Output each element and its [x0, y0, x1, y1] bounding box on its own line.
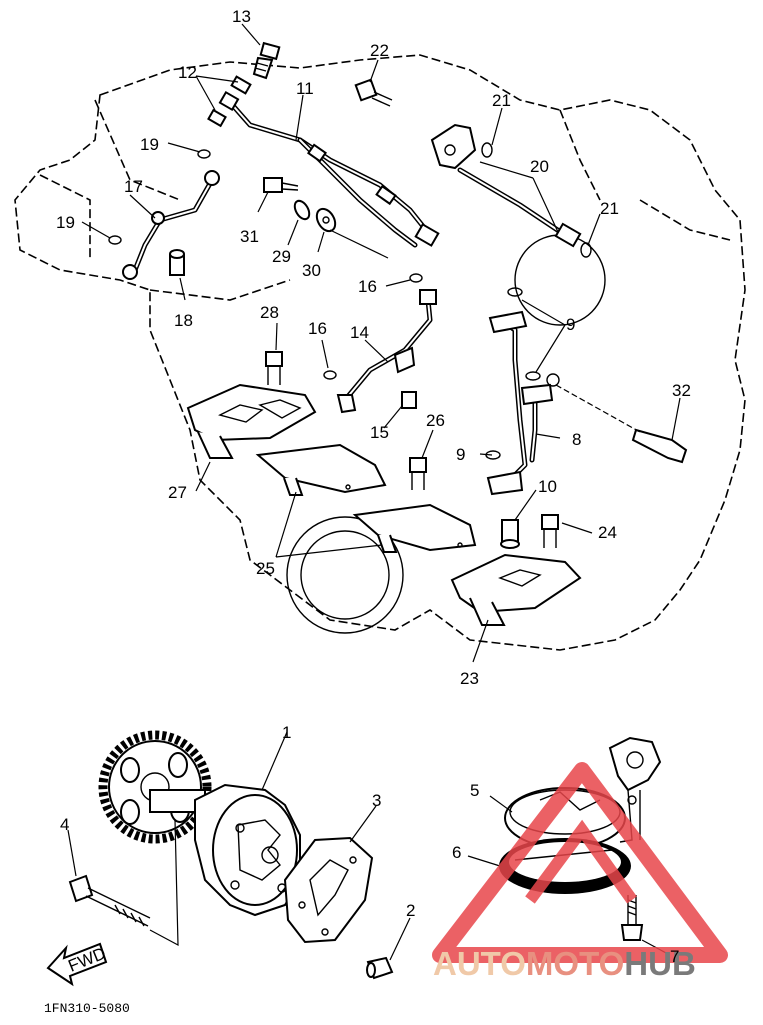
callout-27: 27: [168, 483, 187, 502]
callout-16a: 16: [358, 277, 377, 296]
oil-pump-cover-3: [283, 836, 374, 944]
callout-9a: 9: [566, 315, 575, 334]
callout-11: 11: [296, 79, 314, 98]
relief-valve-32: [546, 373, 688, 464]
callout-26: 26: [426, 411, 445, 430]
baffle-plate-23: [450, 553, 582, 626]
washer-29: [293, 199, 311, 221]
bolt-26: [409, 457, 427, 490]
fitting-15: [401, 391, 417, 409]
oil-pipe-8: [486, 310, 554, 496]
fwd-label: FWD: [66, 944, 109, 976]
callout-16b: 16: [308, 319, 327, 338]
callout-25: 25: [256, 559, 275, 578]
bolt-4: [68, 874, 151, 927]
baffle-plate-25a: [255, 443, 387, 496]
callout-19b: 19: [56, 213, 75, 232]
callout-18: 18: [174, 311, 193, 330]
callout-3: 3: [372, 791, 381, 810]
washer-30: [315, 207, 337, 233]
bolt-24: [541, 514, 559, 548]
callout-22: 22: [370, 41, 389, 60]
callout-19a: 19: [140, 135, 159, 154]
watermark-logo: [432, 762, 728, 963]
oil-pump-assembly: [149, 783, 301, 917]
watermark-text: AUTOMOTOHUB: [433, 945, 696, 982]
callout-30: 30: [302, 261, 321, 280]
oil-pipe-14: [336, 289, 437, 414]
leader-lines-upper: [81, 23, 681, 663]
callout-4: 4: [60, 815, 69, 834]
watermark-hub: HUB: [624, 945, 696, 982]
callout-21b: 21: [600, 199, 619, 218]
oil-pipe-11: [225, 97, 440, 248]
leader-lines-lower: [67, 731, 411, 961]
bolt-31: [263, 177, 299, 193]
oil-pump-gear: [98, 730, 212, 844]
callout-31: 31: [240, 227, 259, 246]
callout-7: 7: [670, 947, 679, 966]
watermark-auto: AUTO: [433, 945, 526, 982]
bolt-28: [265, 351, 283, 385]
callout-29: 29: [272, 247, 291, 266]
callout-13: 13: [232, 7, 251, 26]
callout-14: 14: [350, 323, 369, 342]
o-rings-21: [481, 142, 592, 258]
callout-numbers: 13 22 12 11 21 19 20 17 21 19 31 29 30 1…: [56, 7, 691, 966]
o-rings-19: [108, 149, 211, 245]
fitting-18: [169, 249, 185, 276]
callout-12: 12: [178, 63, 197, 82]
diagram-code: 1FN310-5080: [44, 1001, 130, 1016]
oil-pipe-17: [122, 170, 220, 280]
flywheel-outline: [286, 234, 606, 634]
baffle-plate-25b: [352, 503, 477, 553]
baffle-plate-27: [186, 383, 317, 459]
bolt-13: [252, 41, 281, 80]
callout-17: 17: [124, 177, 143, 196]
callout-8: 8: [572, 430, 581, 449]
callout-24: 24: [598, 523, 617, 542]
callout-21a: 21: [492, 91, 511, 110]
callout-1: 1: [282, 723, 291, 742]
engine-crankcase-outline: [14, 54, 746, 651]
callout-2: 2: [406, 901, 415, 920]
fitting-10: [500, 519, 520, 549]
banjo-bolts-12: [207, 75, 252, 128]
callout-15: 15: [370, 423, 389, 442]
bolt-22: [354, 78, 393, 107]
callout-6: 6: [452, 843, 461, 862]
watermark-moto: MOTO: [526, 945, 624, 982]
callout-5: 5: [470, 781, 479, 800]
callout-23: 23: [460, 669, 479, 688]
bolt-7: [620, 895, 644, 941]
callout-10: 10: [538, 477, 557, 496]
fwd-arrow: FWD: [46, 942, 109, 987]
callout-32: 32: [672, 381, 691, 400]
callout-9b: 9: [456, 445, 465, 464]
callout-20: 20: [530, 157, 549, 176]
dowel-pin-2: [366, 956, 394, 980]
o-rings-16: [323, 273, 423, 380]
callout-28: 28: [260, 303, 279, 322]
oil-pipe-20: [430, 123, 582, 248]
